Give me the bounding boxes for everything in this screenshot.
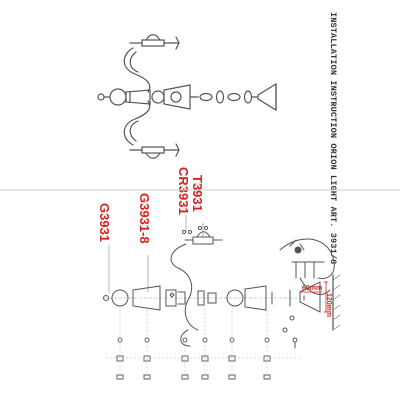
dimension-120mm: 120mm [325,293,332,318]
canopy-part [299,281,321,313]
chandelier-body [97,84,199,110]
assembled-chandelier [97,34,277,159]
top-candle-arm [123,34,180,93]
hardware-rows [105,304,301,381]
central-body-parts [103,285,301,311]
curved-arm-part [170,243,199,331]
part-code-g3931: G3931 [97,203,112,243]
dimension-lines [299,281,329,313]
screw-row-upper [117,337,270,343]
screw-row-lower [105,355,301,362]
part-code-g3931-8: G3931-8 [137,193,152,244]
bottom-candle-arm [123,100,180,159]
candle-socket-part [181,225,223,245]
part-code-cr3931: CR3931 [176,167,191,215]
dimension-60mm: 60mm [302,285,323,292]
ceiling-mount-detail [279,238,335,295]
ceiling-canopy [257,82,277,112]
scattered-bolts [282,315,298,349]
exploded-parts [103,214,341,381]
bottom-nut-row [116,374,271,380]
code-leaders [108,214,204,293]
vertical-dash-guides [119,304,268,381]
part-code-t3931: T3931 [190,175,205,212]
ceiling-surface [332,274,341,331]
hanging-chain [199,90,259,104]
instruction-title: INSTALLATION INSTRUCTION ORION LIGHT ART… [328,12,338,265]
